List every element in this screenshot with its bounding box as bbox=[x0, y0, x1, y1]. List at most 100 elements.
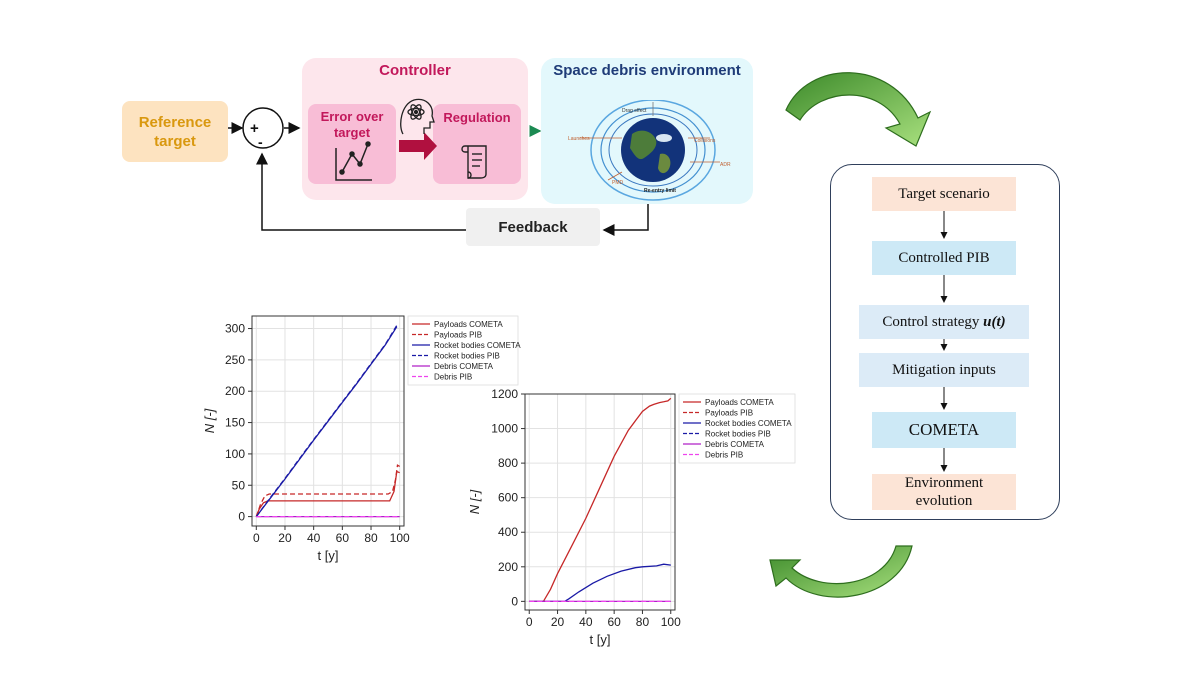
regulation-label: Regulation bbox=[443, 110, 511, 125]
flow-step-control-strategy: Control strategy u(t) bbox=[859, 305, 1029, 339]
legend-entry: Debris COMETA bbox=[434, 362, 494, 371]
flow-step-label: Control strategy bbox=[882, 314, 984, 330]
error-over-target-label: Error over target bbox=[320, 109, 384, 140]
feedback-block: Feedback bbox=[466, 208, 600, 246]
y-tick-label: 1200 bbox=[491, 387, 518, 401]
y-tick-label: 200 bbox=[225, 384, 245, 398]
regulation-block bbox=[433, 104, 521, 184]
reference-target-label: Reference target bbox=[138, 113, 212, 150]
adr-label: ADR bbox=[720, 162, 731, 168]
y-axis-label: N [-] bbox=[470, 489, 482, 514]
control-strategy-math: u(t) bbox=[983, 314, 1006, 330]
legend-entry: Debris COMETA bbox=[705, 440, 765, 449]
legend-entry: Payloads COMETA bbox=[705, 398, 774, 407]
x-tick-label: 80 bbox=[364, 531, 378, 545]
series-line bbox=[529, 397, 672, 603]
green-curved-arrow-top bbox=[785, 72, 932, 147]
legend-entry: Debris PIB bbox=[434, 373, 472, 382]
flowchart-panel bbox=[830, 164, 1060, 520]
green-curved-arrow-bottom bbox=[769, 545, 913, 598]
flow-step-label: Environment evolution bbox=[904, 475, 984, 509]
flow-step-label: Mitigation inputs bbox=[892, 362, 996, 378]
x-axis-label: t [y] bbox=[590, 632, 611, 647]
environment-title: Space debris environment bbox=[553, 62, 741, 79]
legend-entry: Rocket bodies PIB bbox=[434, 352, 500, 361]
feedback-label: Feedback bbox=[498, 218, 568, 236]
legend-entry: Rocket bodies PIB bbox=[705, 430, 771, 439]
legend-entry: Payloads PIB bbox=[705, 409, 753, 418]
plot-frame bbox=[524, 393, 676, 611]
summing-junction bbox=[242, 107, 284, 149]
series-line bbox=[255, 464, 401, 517]
flow-step-label: Controlled PIB bbox=[898, 250, 990, 266]
legend-entry: Rocket bodies COMETA bbox=[705, 419, 792, 428]
flow-step-environment-evolution: Environment evolution bbox=[872, 474, 1016, 510]
x-tick-label: 0 bbox=[253, 531, 260, 545]
y-tick-label: 1000 bbox=[491, 422, 518, 436]
feedback-to-sum-arrow bbox=[256, 152, 466, 231]
flow-step-cometa: COMETA bbox=[872, 412, 1016, 448]
y-tick-label: 100 bbox=[225, 447, 245, 461]
scroll-icon bbox=[461, 145, 487, 179]
sum-plus-sign: + bbox=[250, 120, 259, 137]
sum-minus-sign: - bbox=[258, 134, 263, 150]
y-tick-label: 600 bbox=[498, 491, 518, 505]
series-line bbox=[255, 325, 398, 517]
x-tick-label: 40 bbox=[579, 615, 593, 629]
legend-entry: Rocket bodies COMETA bbox=[434, 341, 521, 350]
drag-effect-label: Drag effect bbox=[622, 108, 647, 114]
flow-step-target-scenario: Target scenario bbox=[872, 177, 1016, 211]
y-tick-label: 150 bbox=[225, 416, 245, 430]
series-line bbox=[255, 470, 400, 517]
flow-step-label: Target scenario bbox=[898, 186, 990, 202]
x-tick-label: 20 bbox=[551, 615, 565, 629]
legend-entry: Payloads PIB bbox=[434, 331, 482, 340]
line-chart-icon bbox=[335, 141, 372, 181]
x-tick-label: 80 bbox=[636, 615, 650, 629]
y-tick-label: 400 bbox=[498, 525, 518, 539]
legend-box bbox=[678, 393, 796, 464]
y-tick-label: 800 bbox=[498, 456, 518, 470]
y-tick-label: 200 bbox=[498, 560, 518, 574]
reference-target-box: Reference target bbox=[122, 101, 228, 162]
x-tick-label: 0 bbox=[526, 615, 533, 629]
x-tick-label: 60 bbox=[336, 531, 350, 545]
flow-step-mitigation-inputs: Mitigation inputs bbox=[859, 353, 1029, 387]
y-tick-label: 0 bbox=[238, 510, 245, 524]
controller-title: Controller bbox=[379, 62, 451, 79]
reentry-limit-label: Re-entry limit bbox=[644, 188, 676, 194]
flow-step-label: COMETA bbox=[908, 420, 980, 439]
x-tick-label: 60 bbox=[607, 615, 621, 629]
legend-entry: Debris PIB bbox=[705, 451, 743, 460]
x-axis-label: t [y] bbox=[318, 548, 339, 563]
collisions-label: Collisions bbox=[694, 138, 716, 144]
y-axis-label: N [-] bbox=[202, 408, 217, 433]
y-tick-label: 50 bbox=[232, 478, 246, 492]
x-tick-label: 100 bbox=[390, 531, 410, 545]
pmd-label: PMD bbox=[612, 180, 624, 186]
launches-label: Launches bbox=[568, 136, 590, 142]
y-tick-label: 250 bbox=[225, 353, 245, 367]
brain-atom-icon bbox=[400, 98, 435, 135]
big-right-arrow-icon bbox=[399, 132, 437, 160]
y-tick-label: 0 bbox=[511, 594, 518, 608]
env-to-feedback-arrow bbox=[602, 200, 649, 236]
series-line bbox=[255, 326, 398, 517]
plot-frame bbox=[251, 315, 405, 527]
y-tick-label: 300 bbox=[225, 322, 245, 336]
flow-step-controlled-pib: Controlled PIB bbox=[872, 241, 1016, 275]
x-tick-label: 20 bbox=[278, 531, 292, 545]
series-line bbox=[529, 563, 671, 603]
controller-icons bbox=[335, 98, 487, 181]
legend-entry: Payloads COMETA bbox=[434, 320, 503, 329]
earth-debris-illustration: Drag effect Launches Collisions ADR PMD … bbox=[568, 100, 731, 201]
legend-box bbox=[407, 315, 519, 386]
x-tick-label: 40 bbox=[307, 531, 321, 545]
x-tick-label: 100 bbox=[661, 615, 681, 629]
error-over-target-block bbox=[308, 104, 396, 184]
